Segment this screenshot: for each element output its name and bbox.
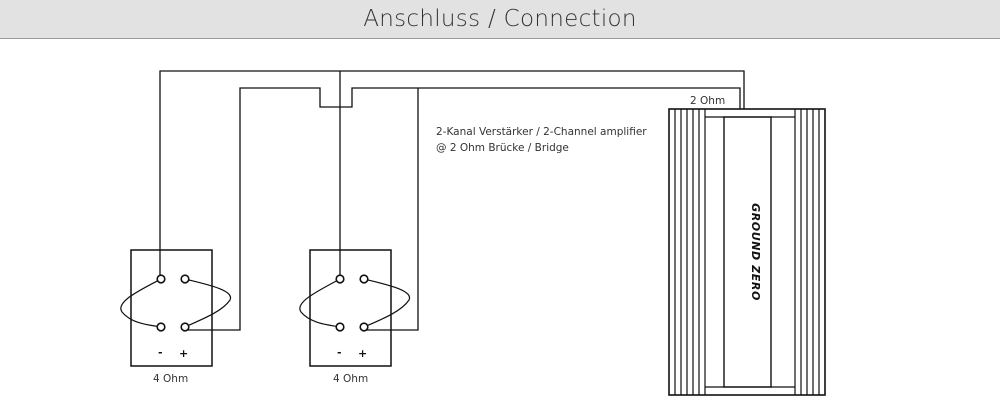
speaker2-internal-loop: [299, 278, 410, 328]
speaker1-box: [130, 249, 213, 367]
speaker1-impedance-label: 4 Ohm: [153, 373, 188, 385]
speaker1-terminal-top-minus: [156, 274, 166, 284]
amplifier-outline: [668, 108, 826, 396]
speaker2-terminal-top-minus: [335, 274, 345, 284]
speaker2-plus-label: +: [358, 347, 367, 360]
speaker1-internal-loop: [120, 278, 231, 328]
speaker2-terminal-bottom-plus: [359, 322, 369, 332]
amplifier: [668, 108, 826, 396]
speaker2-terminal-bottom-minus: [335, 322, 345, 332]
wire-speaker2-plus: [364, 88, 419, 331]
speaker1-minus-label: -: [158, 346, 163, 359]
speaker2-impedance-label: 4 Ohm: [333, 373, 368, 385]
amplifier-center-panel: [723, 116, 772, 388]
title-bar: Anschluss / Connection: [0, 0, 1000, 39]
speaker2-minus-label: -: [337, 346, 342, 359]
amplifier-description-line2: @ 2 Ohm Brücke / Bridge: [436, 142, 569, 154]
wire-speaker1-minus: [159, 70, 745, 275]
wires: [159, 70, 745, 331]
amplifier-brand-logo: GROUND ZERO: [749, 203, 762, 301]
page-title: Anschluss / Connection: [363, 6, 637, 32]
speaker1-terminal-bottom-minus: [156, 322, 166, 332]
speaker2-box: [309, 249, 392, 367]
speaker1-terminal-bottom-plus: [180, 322, 190, 332]
amplifier-load-label: 2 Ohm: [690, 95, 725, 107]
terminals: [156, 274, 369, 332]
speaker1-terminal-top-plus: [180, 274, 190, 284]
speaker2-terminal-top-plus: [359, 274, 369, 284]
wire-speaker1-plus: [185, 87, 741, 331]
speaker1-plus-label: +: [179, 347, 188, 360]
amplifier-description-line1: 2-Kanal Verstärker / 2-Channel amplifier: [436, 126, 647, 138]
amplifier-heatsink-fins: [674, 109, 820, 395]
